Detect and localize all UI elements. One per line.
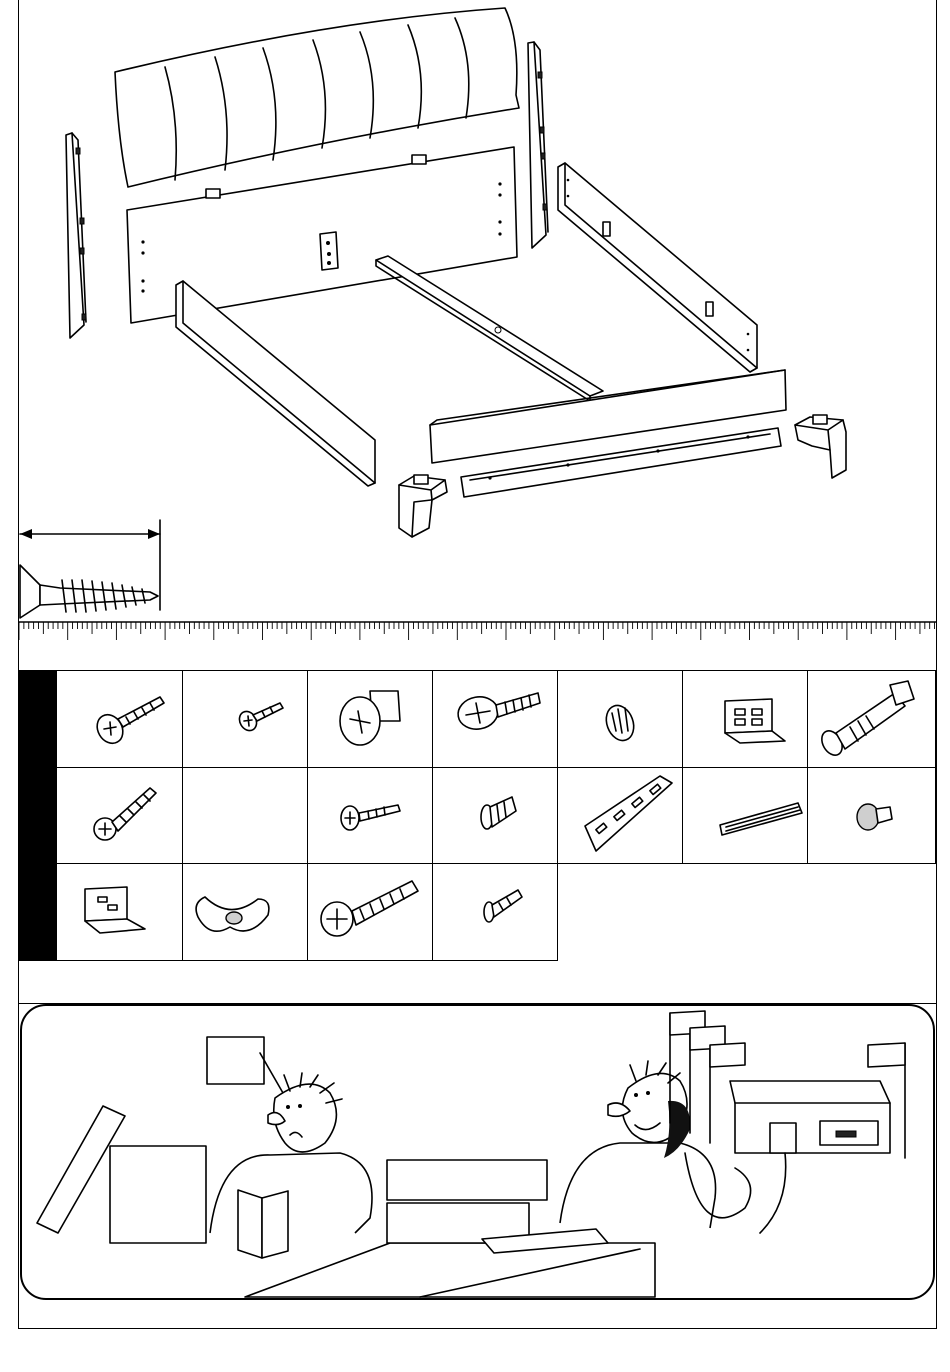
wing-nut-icon <box>196 897 269 931</box>
support-scene-illustration <box>0 1003 950 1303</box>
screw-gauge <box>20 520 160 618</box>
washer-head-screw-icon <box>341 805 400 830</box>
single-angle-bracket-icon <box>85 887 145 933</box>
wooden-dowel-icon <box>720 803 802 835</box>
desk <box>245 1243 655 1297</box>
barrel-connector-nut-icon <box>818 681 914 759</box>
bed-exploded-diagram <box>0 0 950 620</box>
phillips-machine-bolt-icon <box>456 693 540 732</box>
short-phillips-screw-icon <box>236 703 283 734</box>
left-foot <box>399 475 447 537</box>
cam-lock-icon <box>602 702 639 745</box>
right-leg-post <box>528 42 548 248</box>
right-foot <box>795 415 846 478</box>
double-angle-bracket-icon <box>725 699 785 743</box>
long-phillips-screw-icon <box>92 697 164 748</box>
cardboard-box <box>110 1146 206 1243</box>
label-box-top <box>387 1160 547 1200</box>
mushroom-connector-bolt-icon <box>340 691 400 745</box>
confused-customer <box>210 1073 372 1258</box>
speech-bubble <box>207 1037 264 1084</box>
side-rail-left <box>176 281 375 486</box>
hardware-icons <box>0 671 950 971</box>
side-rail-right <box>558 163 757 372</box>
measuring-ruler <box>18 621 937 641</box>
flat-mending-plate-icon <box>585 776 672 851</box>
center-beam <box>376 256 603 401</box>
countersunk-short-screw-icon <box>481 797 516 829</box>
countersunk-wood-screw-icon <box>484 890 522 922</box>
long-machine-bolt-icon <box>321 881 418 936</box>
left-leg-post <box>66 133 86 338</box>
pan-head-wood-screw-icon <box>94 788 156 840</box>
round-glide-button-icon <box>857 804 892 830</box>
